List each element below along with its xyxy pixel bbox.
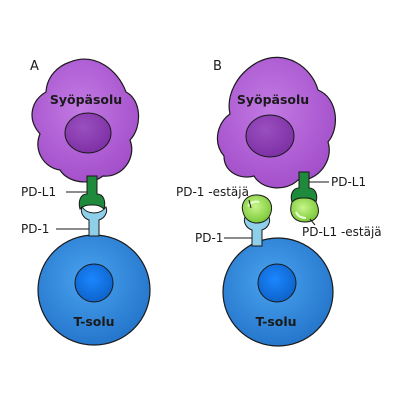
pd1-receptor-a	[80, 205, 108, 237]
cancer-cell-label-b: Syöpäsolu	[237, 92, 309, 107]
pd1-inhibitor-highlight	[247, 200, 260, 207]
panel-letter-a: A	[30, 59, 39, 74]
pdl1-inhibitor-leader	[309, 218, 316, 226]
pd1-label-b: PD-1	[195, 231, 223, 245]
pd1-inhibitor-label: PD-1 -estäjä	[176, 185, 249, 199]
panel-letter-b: B	[213, 59, 222, 74]
pdl1-label-a: PD-L1	[21, 185, 56, 199]
t-cell-label-a: T-solu	[73, 314, 114, 329]
panel-a: A Syöpäsolu T-solu PD-L1 PD-1	[21, 58, 151, 346]
t-nucleus-a	[74, 263, 114, 303]
panel-b: B Syöpäsolu T-solu PD-L1 PD-1 -estäjä PD…	[176, 56, 382, 347]
pd1-inhibitor-leader	[248, 199, 252, 209]
t-nucleus-b	[257, 263, 297, 303]
pd1-label-a: PD-1	[21, 222, 49, 236]
pdl1-inhibitor-highlight	[295, 211, 307, 219]
t-cell-label-b: T-solu	[255, 314, 296, 329]
pdl1-inhibitor-label: PD-L1 -estäjä	[302, 225, 382, 239]
cancer-nucleus-a	[64, 112, 112, 154]
pdl1-receptor-a	[78, 175, 106, 210]
pdl1-label-b: PD-L1	[331, 175, 366, 189]
pd1-inhibitor	[241, 194, 272, 224]
cancer-nucleus-b	[245, 114, 295, 158]
cancer-cell-label-a: Syöpäsolu	[50, 92, 122, 107]
